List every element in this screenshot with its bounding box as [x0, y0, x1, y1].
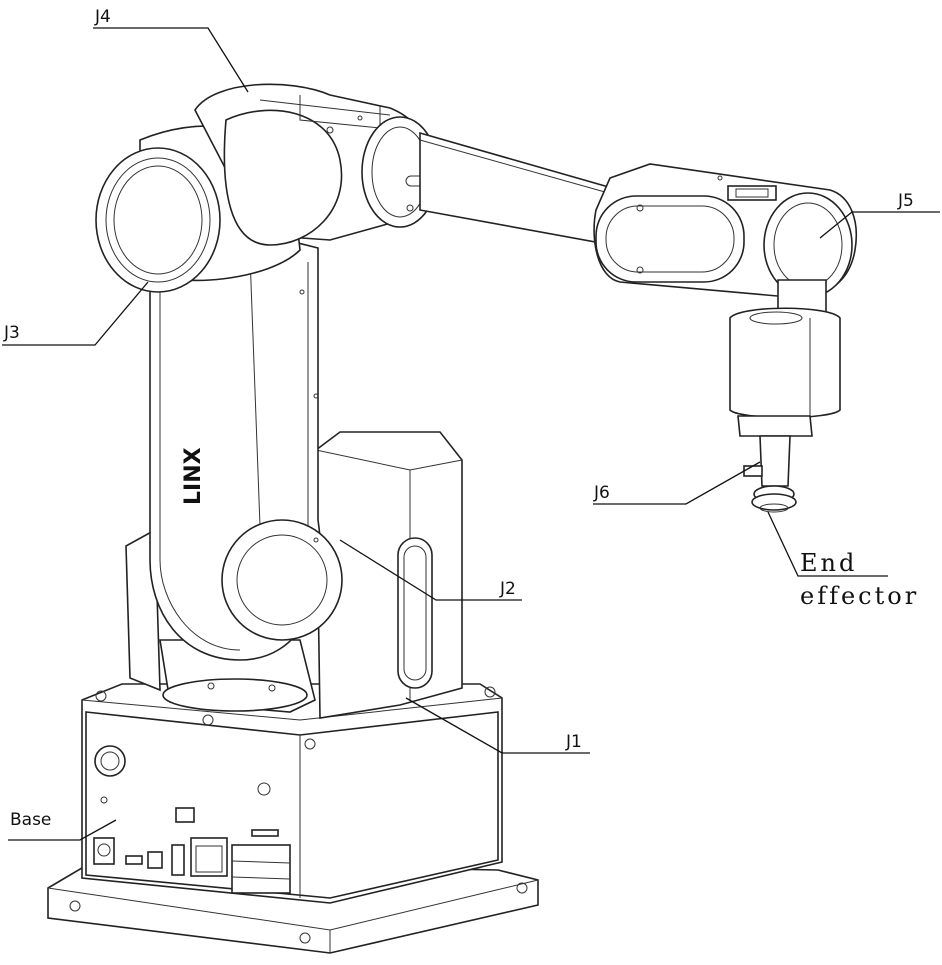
- lower-arm: LINX: [149, 234, 343, 661]
- leader-j1: [405, 697, 590, 754]
- leader-j5: [819, 211, 940, 239]
- leader-j6: [593, 461, 761, 505]
- leader-end-effector: [767, 511, 888, 577]
- leader-base: [8, 819, 117, 841]
- j5-joint: [593, 163, 857, 299]
- leader-lines: [2, 27, 940, 841]
- leader-j3: [2, 281, 149, 346]
- label-j5: J5: [897, 191, 914, 211]
- label-j6: J6: [593, 483, 610, 503]
- label-end-effector-line2: effector: [800, 582, 919, 610]
- label-j1: J1: [565, 732, 582, 752]
- base-box: [81, 683, 503, 904]
- j4-joint: [194, 83, 439, 246]
- j6-wrist: [729, 279, 841, 513]
- label-end-effector-line1: End: [800, 549, 857, 577]
- j2-housing: [315, 431, 463, 719]
- label-j2: J2: [499, 579, 516, 599]
- leader-j4: [93, 27, 249, 93]
- label-j3: J3: [3, 323, 20, 343]
- leader-j2: [339, 539, 522, 601]
- brand-logo: LINX: [181, 447, 206, 505]
- label-j4: J4: [94, 7, 111, 27]
- upper-arm-tube: [419, 131, 613, 246]
- label-base: Base: [10, 810, 51, 830]
